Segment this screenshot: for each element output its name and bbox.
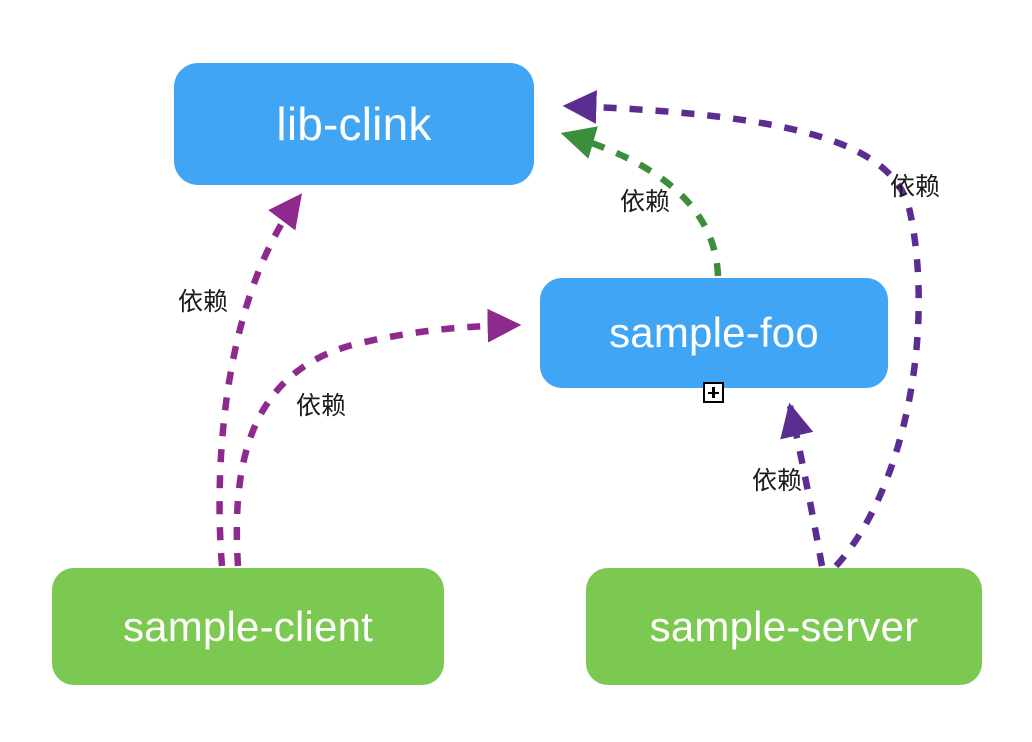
edge-label-sample-server-to-lib-clink: 依赖 [890,172,941,201]
node-lib-clink-label: lib-clink [276,98,432,150]
edge-sample-server-to-lib-clink [562,90,922,569]
edge-label-sample-foo-to-lib-clink: 依赖 [620,187,671,216]
node-sample-server[interactable]: sample-server [586,568,982,685]
node-sample-client-label: sample-client [122,602,374,650]
node-sample-foo-label: sample-foo [609,309,819,356]
expand-plus-icon[interactable] [703,382,724,403]
edge-sample-client-to-sample-foo [233,308,522,567]
edge-label-sample-client-to-lib-clink: 依赖 [178,287,229,316]
node-sample-client[interactable]: sample-client [52,568,444,685]
edge-sample-foo-to-lib-clink [560,126,722,277]
edge-sample-client-to-lib-clink [216,193,303,567]
edge-label-sample-client-to-sample-foo: 依赖 [296,391,347,420]
node-lib-clink[interactable]: lib-clink [174,63,534,185]
node-sample-foo[interactable]: sample-foo [540,278,888,388]
node-sample-server-label: sample-server [649,602,919,650]
edge-sample-server-to-sample-foo [780,402,826,567]
edge-label-sample-server-to-sample-foo: 依赖 [752,466,803,495]
